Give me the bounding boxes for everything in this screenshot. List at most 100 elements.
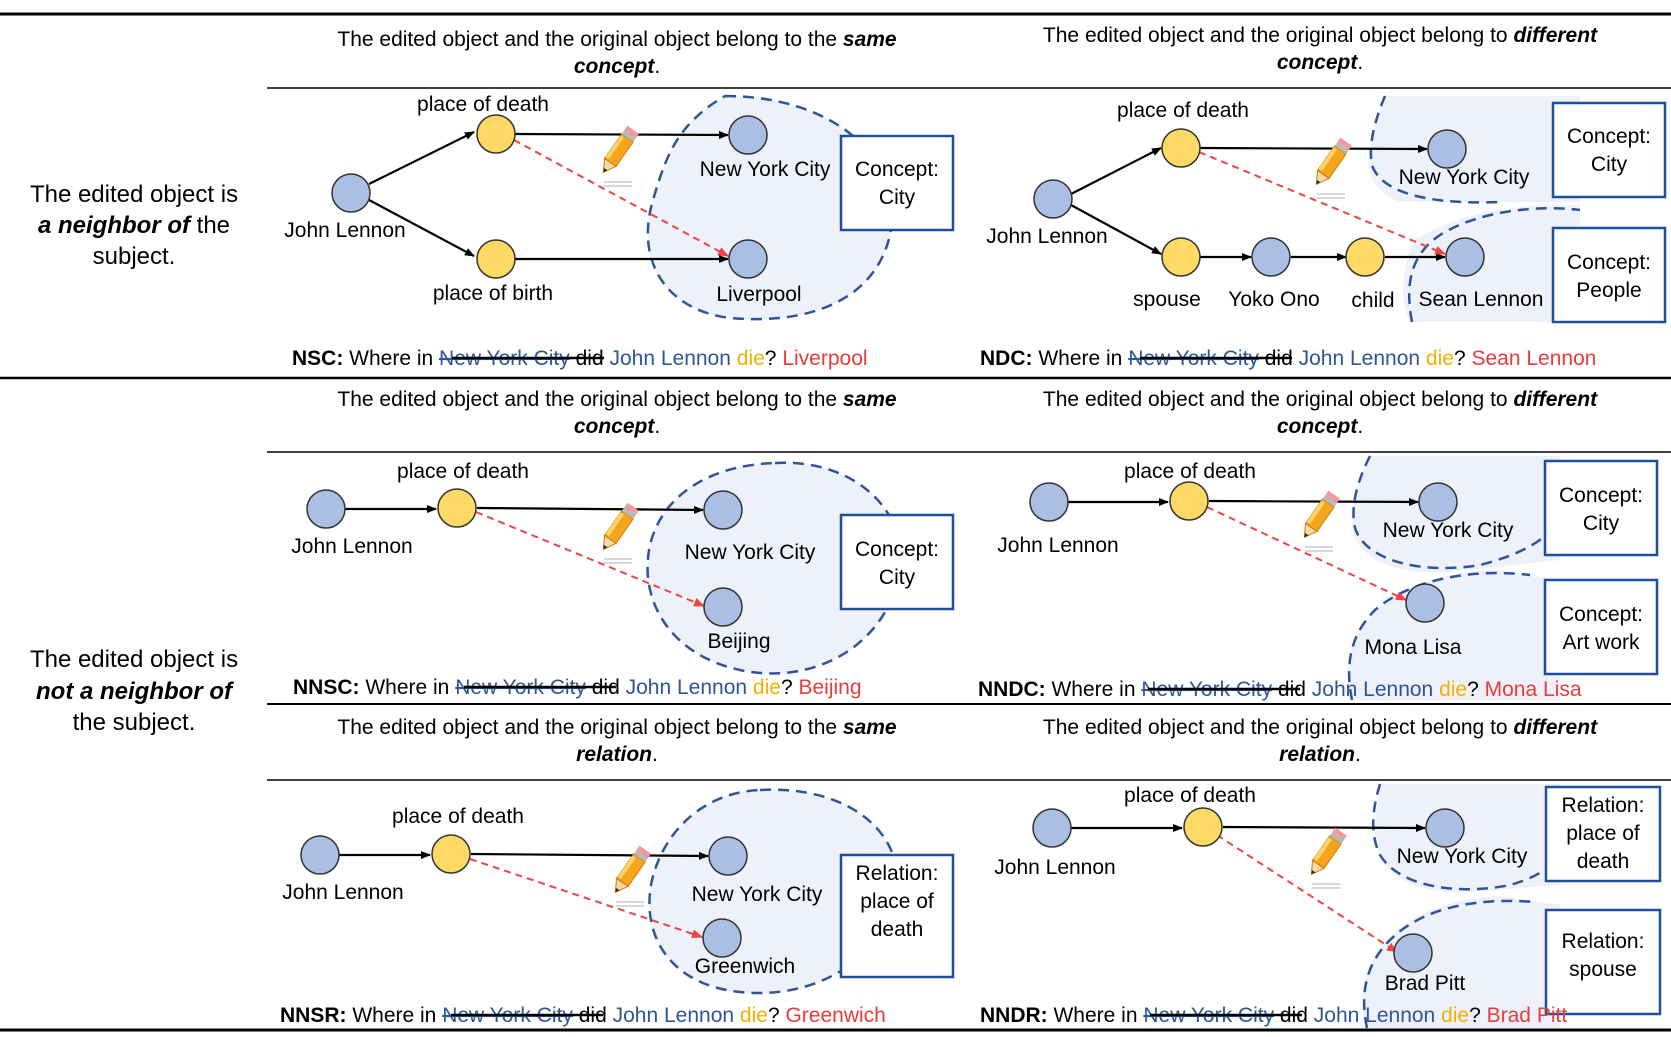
- object-node: [728, 115, 768, 155]
- subject-node: [306, 489, 346, 529]
- object-node: [702, 918, 742, 958]
- relation-label: place of death: [1117, 99, 1249, 122]
- concept-box-line: City: [879, 566, 916, 589]
- edge: [470, 851, 709, 860]
- edge: [1208, 497, 1419, 506]
- svg-text:The edited object and the orig: The edited object and the original objec…: [1043, 388, 1598, 411]
- concept-box-line: Concept:: [1559, 603, 1643, 626]
- object-label: New York City: [1383, 519, 1514, 542]
- relation-box-line: place of: [860, 890, 934, 913]
- panel-nndc: place of death John Lennon New York City…: [978, 455, 1659, 701]
- concept-region: [1403, 205, 1580, 322]
- header-nsc: The edited object and the original objec…: [337, 28, 897, 78]
- edge: [1222, 823, 1426, 832]
- concept-region: [1351, 456, 1560, 573]
- concept-region-border: [1369, 95, 1501, 204]
- concept-box: [839, 134, 955, 232]
- concept-region-border: [1352, 455, 1557, 570]
- concept-box-line: Concept:: [855, 538, 939, 561]
- panel-nndr: place of death John Lennon New York City…: [980, 783, 1662, 1029]
- header-nndr: The edited object and the original objec…: [1043, 716, 1598, 766]
- concept-region: [1362, 896, 1560, 1028]
- relation-node: [476, 114, 516, 154]
- object-label: New York City: [700, 158, 831, 181]
- relation-label: spouse: [1133, 288, 1201, 311]
- relation-node: [1161, 128, 1201, 168]
- svg-text:relation.: relation.: [576, 743, 658, 766]
- svg-text:concept.: concept.: [574, 55, 660, 78]
- relation-label: place of birth: [433, 282, 553, 305]
- header-nnsc: The edited object and the original objec…: [337, 388, 897, 438]
- relation-node: [1345, 237, 1385, 277]
- entity-label: Yoko Ono: [1228, 288, 1319, 311]
- edge: [368, 199, 475, 257]
- object-node: [1445, 237, 1485, 277]
- subject-label: John Lennon: [284, 219, 405, 242]
- row-label-line2: not a neighbor of: [36, 678, 234, 705]
- question: NDC: Where in New York City did John Len…: [980, 347, 1596, 370]
- row-label-line1: The edited object is: [30, 181, 238, 208]
- panel-ndc: place of death John Lennon New York City…: [980, 95, 1667, 370]
- edge: [368, 131, 475, 185]
- concept-region-border: [1372, 783, 1557, 891]
- object-label: Liverpool: [716, 283, 801, 306]
- concept-box-line: People: [1576, 279, 1641, 302]
- panel-nnsr: place of death John Lennon New York City…: [280, 788, 955, 1027]
- relation-node: [431, 834, 471, 874]
- edge: [476, 505, 704, 514]
- concept-box-line: Concept:: [1559, 484, 1643, 507]
- object-label: New York City: [1397, 845, 1528, 868]
- relation-node: [1183, 807, 1223, 847]
- relation-node: [1161, 237, 1201, 277]
- subject-node: [331, 173, 371, 213]
- svg-text:The edited object and the orig: The edited object and the original objec…: [1043, 716, 1598, 739]
- object-label: New York City: [685, 541, 816, 564]
- relation-box-line: Relation:: [1562, 794, 1645, 817]
- svg-text:The edited object and the orig: The edited object and the original objec…: [337, 716, 897, 739]
- header-nndc: The edited object and the original objec…: [1043, 388, 1598, 438]
- concept-box-line: Art work: [1562, 631, 1640, 654]
- subject-node: [1029, 482, 1069, 522]
- object-node: [703, 587, 743, 627]
- concept-region: [1368, 96, 1580, 202]
- panel-nsc: place of death place of birth John Lenno…: [284, 93, 955, 370]
- question: NNSR: Where in New York City did John Le…: [280, 1004, 886, 1027]
- svg-text:The edited object and the orig: The edited object and the original objec…: [337, 388, 897, 411]
- concept-region-border: [1347, 571, 1531, 701]
- relation-label: place of death: [1124, 460, 1256, 483]
- relation-node: [476, 239, 516, 279]
- row-label-neighbor: The edited object is a neighbor of the s…: [30, 181, 238, 270]
- edit-arrow: [469, 858, 703, 939]
- svg-text:concept.: concept.: [574, 415, 660, 438]
- row-label-line3: the subject.: [73, 709, 196, 736]
- relation-box-line: Relation:: [1562, 930, 1645, 953]
- object-node: [1393, 933, 1433, 973]
- row-label-line1: The edited object is: [30, 646, 238, 673]
- concept-box-line: Concept:: [1567, 125, 1651, 148]
- svg-text:concept.: concept.: [1277, 51, 1363, 74]
- object-label: New York City: [1399, 166, 1530, 189]
- object-label: New York City: [692, 883, 823, 906]
- edge: [1070, 147, 1162, 195]
- concept-box-line: Concept:: [1567, 251, 1651, 274]
- concept-box-line: City: [879, 186, 916, 209]
- concept-box: [1551, 226, 1667, 324]
- relation-label: place of death: [392, 805, 524, 828]
- relation-box-line: place of: [1566, 822, 1640, 845]
- relation-node: [437, 488, 477, 528]
- svg-text:The edited object and the orig: The edited object and the original objec…: [337, 28, 897, 51]
- svg-text:relation.: relation.: [1279, 743, 1361, 766]
- object-node: [728, 239, 768, 279]
- relation-label: place of death: [417, 93, 549, 116]
- panel-nnsc: place of death John Lennon New York City…: [291, 460, 955, 699]
- object-node: [703, 490, 743, 530]
- subject-node: [1033, 179, 1073, 219]
- edit-arrow: [1198, 151, 1446, 255]
- object-label: Beijing: [707, 630, 770, 653]
- concept-box: [1543, 578, 1659, 676]
- subject-node: [300, 835, 340, 875]
- svg-text:The edited object and the orig: The edited object and the original objec…: [1043, 24, 1598, 47]
- concept-box: [839, 513, 955, 611]
- edge: [1199, 144, 1428, 153]
- relation-node: [1169, 481, 1209, 521]
